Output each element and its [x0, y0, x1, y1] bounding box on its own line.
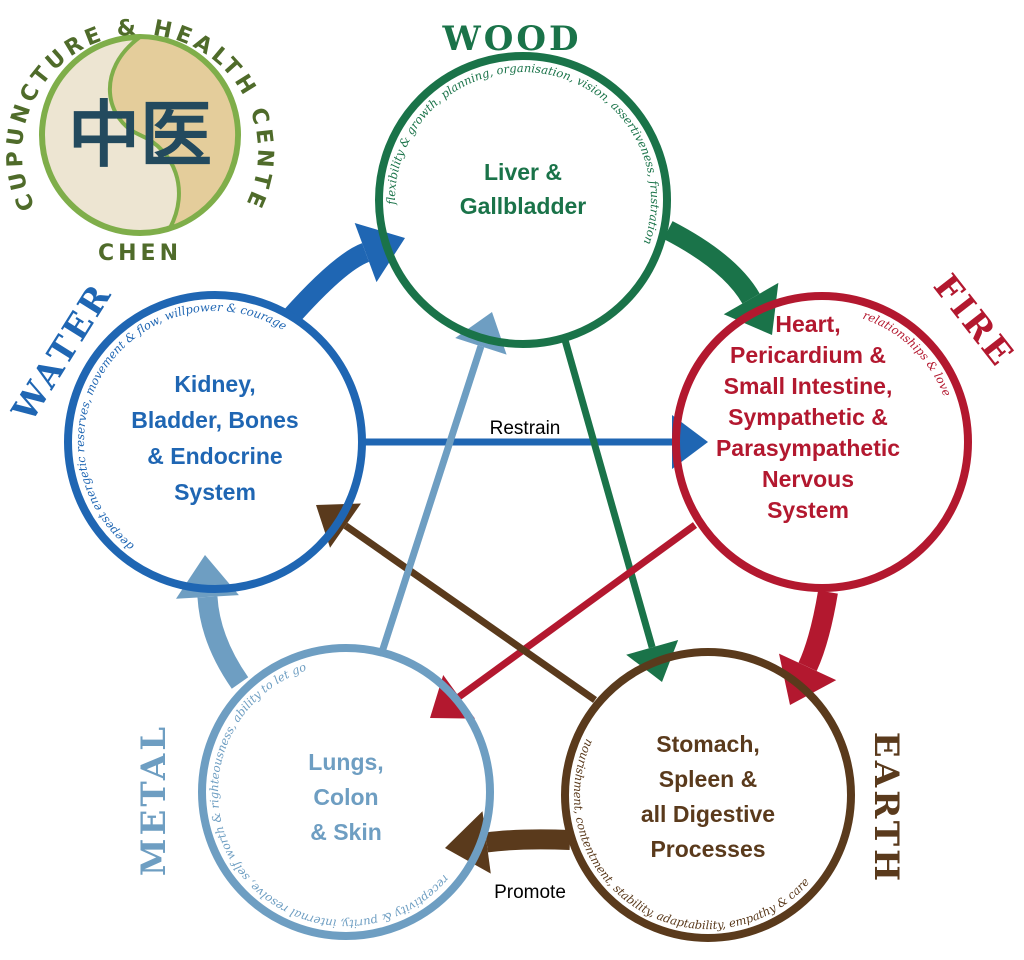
earth-to-metal-promote-arrow — [485, 829, 571, 853]
wood-to-fire-arrowhead — [723, 282, 779, 335]
earth-to-metal-arrowhead — [445, 811, 491, 874]
wood-organ-line: Gallbladder — [460, 193, 587, 219]
water-organ-line: Bladder, Bones — [131, 407, 298, 433]
water-restrains-fire-arrowhead — [672, 415, 708, 469]
fire-circle — [672, 292, 972, 592]
logo-name: CHEN — [98, 241, 182, 266]
earth-organ-line: Processes — [650, 836, 765, 862]
water-element: deepest energetic reserves, movement & f… — [4, 276, 366, 593]
logo-characters: 中医 — [68, 92, 212, 177]
wood-restrains-earth-restrain-arrow — [561, 339, 656, 649]
metal-element: receptivity & purity, internal resolve, … — [134, 644, 494, 940]
fire-organ-line: Small Intestine, — [724, 373, 893, 399]
fire-to-earth-promote-arrow — [798, 590, 838, 672]
fire-to-earth-arrowhead — [778, 653, 837, 705]
wood-element-label: WOOD — [442, 19, 582, 59]
wood-element: flexibility & growth, planning, organisa… — [375, 19, 671, 348]
metal-restrains-wood-restrain-arrow — [378, 345, 485, 654]
fire-organ-line: Pericardium & — [730, 342, 886, 368]
water-organ-line: Kidney, — [174, 371, 255, 397]
earth-circle — [561, 648, 855, 942]
water-to-wood-promote-arrow — [282, 243, 370, 325]
fire-organ-line: Parasympathetic — [716, 435, 900, 461]
wood-to-fire-promote-arrow — [663, 221, 760, 304]
wood-organ-line: Liver & — [484, 159, 562, 185]
promote-label: Promote — [494, 882, 566, 903]
water-organ-line: & Endocrine — [147, 443, 282, 469]
water-to-wood-arrowhead — [354, 222, 405, 283]
fire-organ-line: Nervous — [762, 466, 854, 492]
water-organ-line: System — [174, 479, 256, 505]
earth-organ-line: all Digestive — [641, 801, 775, 827]
fire-organ-line: Heart, — [775, 311, 840, 337]
fire-restrains-metal-restrain-arrow — [457, 522, 698, 700]
metal-organ-line: & Skin — [310, 819, 382, 845]
metal-circle — [198, 644, 494, 940]
earth-organ-line: Stomach, — [656, 731, 760, 757]
metal-organ-line: Lungs, — [308, 749, 383, 775]
water-circle — [64, 291, 366, 593]
earth-element-label: EARTH — [866, 732, 906, 884]
metal-organ-line: Colon — [313, 784, 378, 810]
earth-organ-line: Spleen & — [659, 766, 757, 792]
wood-circle — [375, 52, 671, 348]
metal-element-label: METAL — [134, 724, 174, 876]
logo-yinyang — [107, 34, 240, 232]
fire-organ-line: Sympathetic & — [728, 404, 888, 430]
fire-organ-line: System — [767, 497, 849, 523]
earth-restrains-water-restrain-arrow — [343, 522, 598, 703]
metal-to-water-promote-arrow — [197, 596, 249, 689]
restrain-label: Restrain — [490, 418, 561, 439]
logo: 中医 ACUPUNCTURE & HEALTH CENTER CHEN — [0, 0, 273, 266]
earth-element: nourishment, contentment, stability, ada… — [561, 648, 906, 942]
